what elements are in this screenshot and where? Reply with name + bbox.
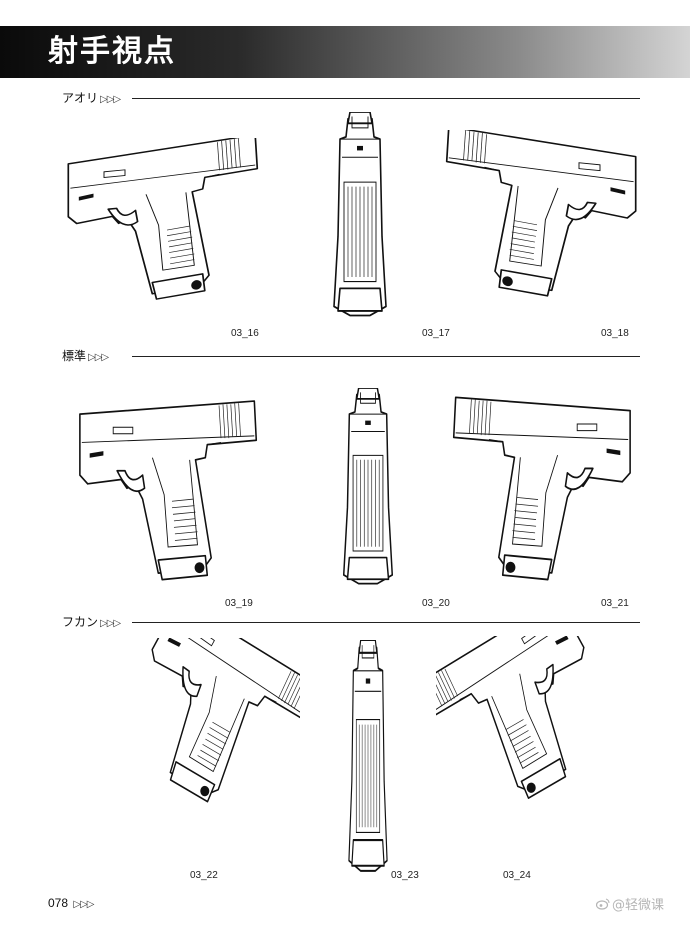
figure-caption: 03_20 xyxy=(422,598,450,609)
arrows-icon: ▷▷▷ xyxy=(100,94,121,105)
section-header-low-angle: アオリ▷▷▷ xyxy=(62,90,642,106)
page-number-text: 078 xyxy=(48,896,69,910)
title-bar: 射手視点 xyxy=(0,26,690,78)
figure-caption: 03_18 xyxy=(601,328,629,339)
pistol-eye-level-right-illustration xyxy=(440,384,636,584)
pistol-low-angle-rear-illustration xyxy=(330,112,390,320)
divider xyxy=(132,98,640,99)
pistol-eye-level-rear-illustration xyxy=(340,388,396,588)
arrows-icon: ▷▷▷ xyxy=(88,352,109,363)
divider xyxy=(132,622,640,623)
figure-caption: 03_23 xyxy=(391,870,419,881)
pistol-low-angle-right-illustration xyxy=(432,130,642,305)
section-label: フカン▷▷▷ xyxy=(62,614,121,632)
page-title: 射手視点 xyxy=(48,34,176,69)
arrows-icon: ▷▷▷ xyxy=(73,899,94,910)
arrows-icon: ▷▷▷ xyxy=(100,618,121,629)
pistol-high-angle-rear-illustration xyxy=(346,640,390,876)
figure-caption: 03_21 xyxy=(601,598,629,609)
section-header-high-angle: フカン▷▷▷ xyxy=(62,614,642,630)
section-title: 標準 xyxy=(62,349,87,363)
divider xyxy=(132,356,640,357)
page-number: 078 ▷▷▷ xyxy=(48,896,94,912)
section-header-eye-level: 標準▷▷▷ xyxy=(62,348,642,364)
figure-caption: 03_19 xyxy=(225,598,253,609)
watermark-text: @轻微课 xyxy=(612,898,665,913)
figure-caption: 03_16 xyxy=(231,328,259,339)
figure-caption: 03_17 xyxy=(422,328,450,339)
section-label: 標準▷▷▷ xyxy=(62,348,109,366)
pistol-high-angle-left-illustration xyxy=(100,638,300,868)
section-label: アオリ▷▷▷ xyxy=(62,90,121,108)
pistol-low-angle-left-illustration xyxy=(62,138,272,308)
watermark: @轻微课 xyxy=(596,898,664,914)
weibo-icon xyxy=(596,898,610,910)
pistol-eye-level-left-illustration xyxy=(74,388,270,584)
section-title: フカン xyxy=(62,615,99,629)
figure-caption: 03_24 xyxy=(503,870,531,881)
pistol-high-angle-right-illustration xyxy=(436,636,636,864)
figure-caption: 03_22 xyxy=(190,870,218,881)
section-title: アオリ xyxy=(62,91,99,105)
